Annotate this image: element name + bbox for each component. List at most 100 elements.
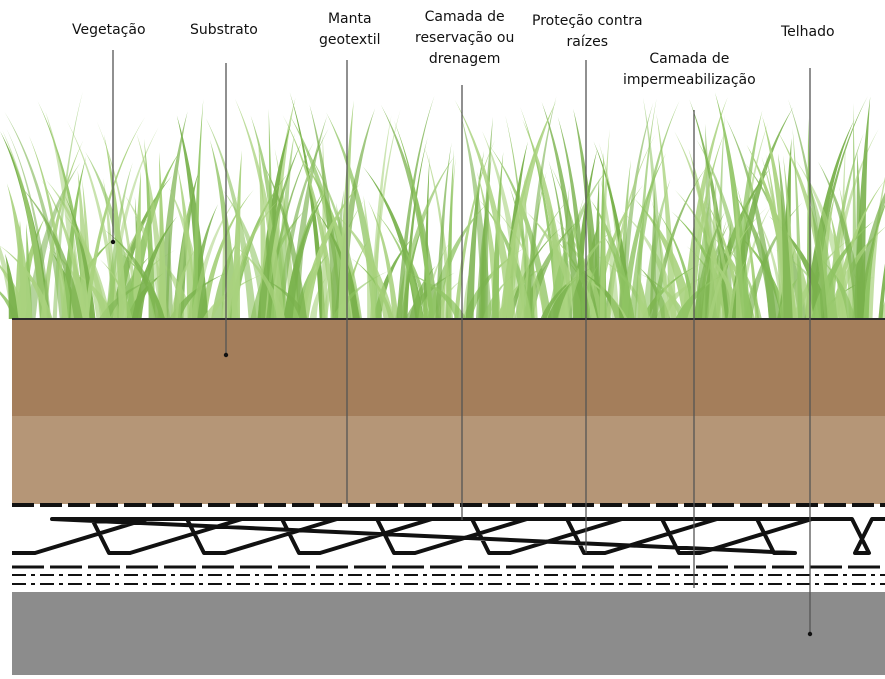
substrate-bottom-layer: [12, 416, 885, 504]
grass-blade: [649, 188, 657, 319]
grass-blade: [28, 135, 69, 319]
label-vegetacao: Vegetação: [72, 20, 146, 41]
grass-blade: [621, 210, 682, 319]
grass-blade: [315, 209, 361, 319]
grass-blade: [573, 108, 602, 319]
grass-blade: [202, 273, 264, 319]
label-vegetacao-line-1: Vegetação: [72, 22, 146, 38]
grass-blade: [727, 257, 748, 319]
grass-blade: [423, 156, 430, 319]
grass-blade: [103, 134, 128, 319]
grass-blade: [266, 141, 315, 319]
grass-blade: [525, 96, 557, 320]
grass-blade: [370, 109, 401, 319]
grass-blade: [620, 153, 667, 319]
grass-blade: [211, 241, 238, 319]
label-camada-reservacao: Camada de reservação ou drenagem: [415, 7, 514, 70]
grass-blade: [19, 185, 83, 319]
grass-blade: [191, 99, 204, 320]
substrate-top-layer: [12, 319, 885, 416]
grass-blade: [231, 243, 286, 319]
grass-blade: [103, 209, 156, 319]
grass-blade: [103, 229, 166, 319]
label-camada-impermeabilizacao: Camada de impermeabilização: [623, 49, 756, 91]
grass-blade: [651, 166, 708, 319]
grass-blade: [547, 275, 581, 319]
grass-blade: [144, 138, 156, 319]
grass-blade: [761, 156, 790, 319]
vegetation-layer: [0, 91, 885, 320]
leader-dot-substrato: [223, 352, 229, 358]
label-telhado-line-1: Telhado: [781, 24, 835, 40]
grass-blade: [792, 128, 803, 319]
label-manta-line-1: Manta: [327, 11, 372, 27]
grass-blade: [283, 191, 327, 319]
grass-blade: [465, 150, 485, 319]
grass-blade: [98, 278, 154, 319]
grass-blade: [231, 150, 242, 319]
grass-blade: [409, 265, 436, 319]
grass-blade: [480, 116, 493, 320]
grass-blade: [768, 215, 831, 319]
grass-blade: [298, 183, 361, 319]
grass-blade: [136, 134, 168, 319]
grass-blade: [482, 275, 513, 319]
grass-blade: [540, 266, 595, 319]
grass-blade: [878, 263, 885, 319]
leader-lines: [110, 50, 813, 637]
grass-blade: [708, 176, 717, 319]
grass-blade: [541, 102, 583, 319]
drainage-profile: [12, 517, 885, 555]
grass-blade: [257, 141, 303, 319]
grass-blade: [489, 146, 552, 319]
grass-blade: [309, 277, 327, 319]
leader-dot-telhado: [807, 631, 813, 637]
grass-blade: [396, 95, 435, 319]
label-substrato-line-1: Substrato: [190, 22, 258, 38]
grass-blade: [675, 276, 720, 319]
grass-blade: [696, 139, 752, 319]
grass-blade: [618, 102, 654, 319]
grass-blade: [260, 277, 309, 319]
label-protecao-line-1: Proteção contra: [532, 13, 643, 29]
grass-blade: [2, 130, 48, 319]
grass-blade: [132, 170, 142, 319]
grass-blade: [804, 119, 855, 319]
grass-blade: [454, 99, 517, 320]
grass-blade: [401, 223, 424, 319]
grass-blade: [821, 259, 856, 319]
label-telhado: Telhado: [781, 22, 835, 43]
grass-blade: [309, 104, 342, 319]
grass-blade: [6, 183, 33, 319]
grass-blade: [693, 211, 726, 319]
grass-blade: [176, 115, 209, 319]
grass-blade: [557, 229, 614, 319]
label-reservacao-line-3: drenagem: [428, 51, 501, 67]
label-protecao-line-2: raízes: [566, 34, 609, 50]
grass-blade: [105, 162, 133, 319]
grass-blade: [6, 128, 52, 319]
grass-blade: [777, 153, 793, 319]
label-manta-geotextil: Manta geotextil: [319, 9, 380, 51]
grass-blade: [368, 200, 399, 319]
grass-blade: [744, 202, 803, 319]
label-impermeabilizacao-line-2: impermeabilização: [623, 72, 756, 88]
label-impermeabilizacao-line-1: Camada de: [649, 51, 730, 67]
grass-blade: [131, 216, 178, 319]
grass-blade: [788, 99, 828, 319]
grass-blade: [599, 129, 610, 319]
grass-blade: [547, 168, 609, 319]
label-substrato: Substrato: [190, 20, 258, 41]
grass-blade: [634, 198, 696, 319]
grass-blade: [656, 113, 677, 319]
label-reservacao-line-1: Camada de: [424, 9, 505, 25]
grass-blade: [234, 98, 285, 319]
grass-blade: [720, 240, 762, 319]
grass-blade: [637, 271, 649, 319]
grass-blade: [701, 196, 735, 319]
grass-blade: [728, 106, 794, 319]
grass-blade: [403, 271, 467, 319]
grass-blade: [867, 176, 885, 319]
grass-blade: [689, 99, 732, 319]
